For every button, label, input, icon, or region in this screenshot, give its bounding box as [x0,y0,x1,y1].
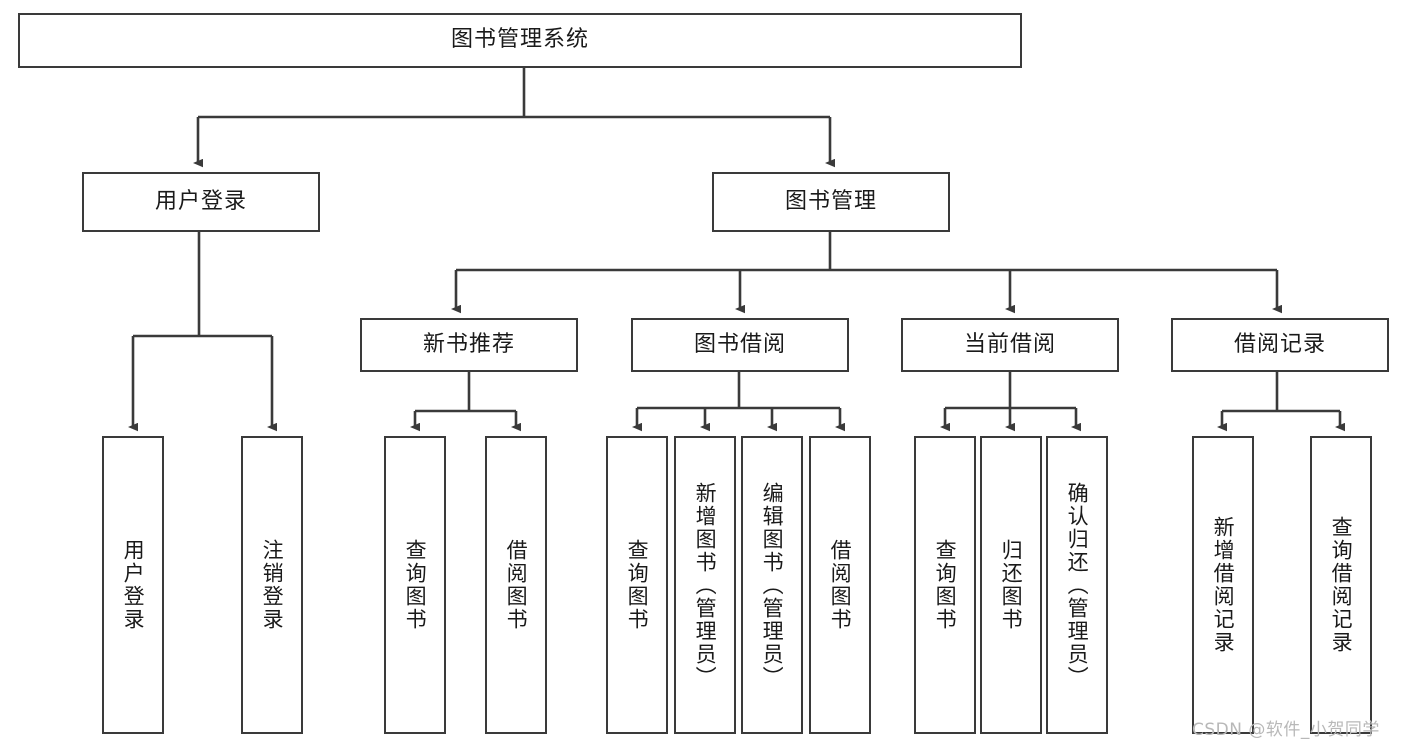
node-label: 查询图书 [403,539,428,631]
node-label: 查询图书 [625,539,650,631]
leaf-borrow-record-query[interactable]: 查询借阅记录 [1310,436,1372,734]
leaf-new-book-borrow[interactable]: 借阅图书 [485,436,547,734]
leaf-book-borrow-add[interactable]: 新增图书（管理员） [674,436,736,734]
node-borrow-record[interactable]: 借阅记录 [1171,318,1389,372]
node-label: 确认归还（管理员） [1065,481,1090,689]
node-label: 用户登录 [154,188,247,214]
csdn-watermark: CSDN @软件_小贺同学 [1192,720,1380,740]
node-root-library-system[interactable]: 图书管理系统 [18,13,1022,68]
node-book-borrow[interactable]: 图书借阅 [631,318,849,372]
node-label: 新书推荐 [422,331,515,357]
leaf-book-borrow-query[interactable]: 查询图书 [606,436,668,734]
node-label: 借阅图书 [828,539,853,631]
leaf-user-login-login[interactable]: 用户登录 [102,436,164,734]
node-new-book-recommend[interactable]: 新书推荐 [360,318,578,372]
node-label: 图书管理系统 [450,27,589,53]
node-label: 借阅图书 [504,539,529,631]
node-label: 编辑图书（管理员） [760,481,785,689]
node-current-borrow[interactable]: 当前借阅 [901,318,1119,372]
leaf-book-borrow-edit[interactable]: 编辑图书（管理员） [741,436,803,734]
leaf-current-borrow-return[interactable]: 归还图书 [980,436,1042,734]
leaf-current-borrow-confirm-return[interactable]: 确认归还（管理员） [1046,436,1108,734]
node-label: 当前借阅 [963,331,1056,357]
node-label: 归还图书 [999,539,1024,631]
node-label: 新增借阅记录 [1211,516,1236,654]
node-label: 图书管理 [784,188,877,214]
leaf-borrow-record-add[interactable]: 新增借阅记录 [1192,436,1254,734]
leaf-user-login-logout[interactable]: 注销登录 [241,436,303,734]
node-user-login[interactable]: 用户登录 [82,172,320,232]
node-label: 借阅记录 [1233,331,1326,357]
leaf-current-borrow-query[interactable]: 查询图书 [914,436,976,734]
node-book-management[interactable]: 图书管理 [712,172,950,232]
node-label: 用户登录 [121,539,146,631]
node-label: 注销登录 [260,539,285,631]
node-label: 查询借阅记录 [1329,516,1354,654]
node-label: 图书借阅 [693,331,786,357]
node-label: 查询图书 [933,539,958,631]
node-label: 新增图书（管理员） [693,481,718,689]
leaf-book-borrow-borrow[interactable]: 借阅图书 [809,436,871,734]
leaf-new-book-query[interactable]: 查询图书 [384,436,446,734]
